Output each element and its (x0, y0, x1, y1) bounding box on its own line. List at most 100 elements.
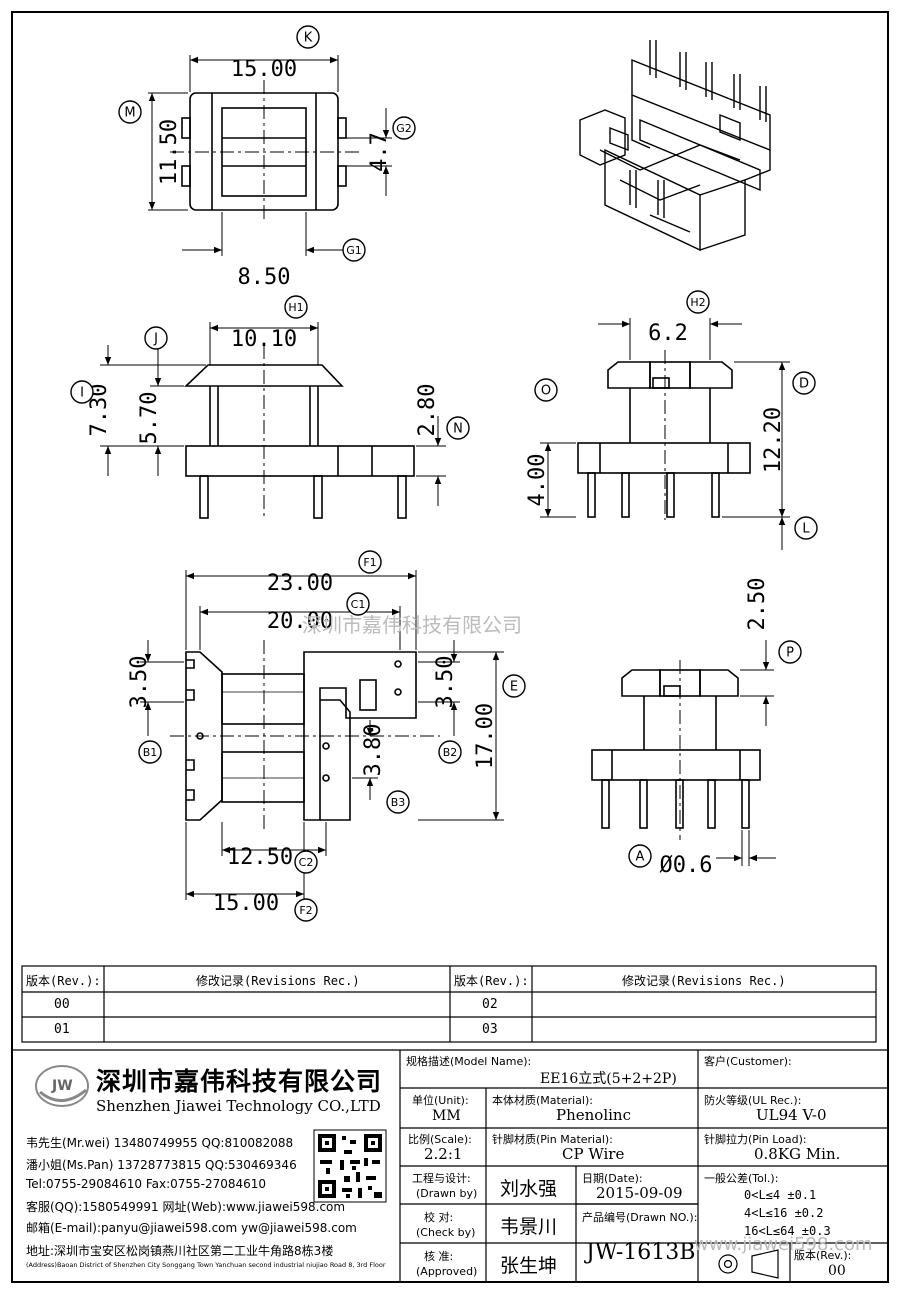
company-logo (35, 1065, 89, 1107)
dim-m: 11.50 (157, 119, 182, 185)
dim-b1: 3.50 (127, 656, 152, 709)
dim-c1: 20.00 (267, 609, 333, 634)
title-block-lines (12, 1049, 888, 1282)
qr-code (313, 1129, 387, 1203)
marker-circle-f2 (294, 898, 318, 922)
drawn-no-label: 产品编号(Drawn NO.): (582, 1211, 698, 1224)
isometric-view (579, 40, 771, 252)
rev-header-left: 版本(Rev.): (26, 974, 101, 988)
dim-p: 2.50 (745, 578, 770, 631)
unit-label: 单位(Unit): (412, 1094, 469, 1107)
dim-h2: 6.2 (648, 321, 688, 346)
approved-label: 核 准: (424, 1250, 454, 1263)
marker-f1: F1 (363, 556, 376, 569)
marker-h2: H2 (690, 296, 705, 309)
marker-circle-g1 (342, 238, 366, 262)
projection-symbol (718, 1249, 779, 1279)
check-label: 校 对: (424, 1211, 454, 1224)
model-value: EE16立式(5+2+2P) (540, 1071, 677, 1087)
marker-circle-e (502, 674, 526, 698)
marker-circle-c1 (346, 592, 370, 616)
load-value: 0.8KG Min. (754, 1145, 841, 1163)
marker-n: N (453, 422, 463, 437)
marker-circle-h1 (284, 295, 308, 319)
side-view (577, 350, 751, 520)
marker-d: D (799, 377, 809, 392)
date-value: 2015-09-09 (596, 1184, 683, 1202)
marker-i: I (80, 386, 84, 401)
marker-circle-n (446, 416, 470, 440)
tol-row-1: 0<L≤4 ±0.1 (744, 1188, 817, 1202)
end-view (591, 660, 761, 840)
date-label: 日期(Date): (582, 1172, 643, 1185)
rev-row-02: 02 (482, 997, 498, 1012)
dim-b2: 3.80 (361, 724, 386, 777)
bottom-view (170, 640, 440, 830)
marker-h1: H1 (288, 301, 303, 314)
drawn-label-en: (Drawn by) (416, 1187, 478, 1200)
marker-j: J (153, 332, 158, 347)
dim-d: 12.20 (761, 407, 786, 473)
dim-a: Ø0.6 (660, 853, 713, 878)
marker-e: E (510, 680, 518, 695)
drawn-label: 工程与设计: (412, 1172, 471, 1185)
rec-header-left: 修改记录(Revisions Rec.) (196, 974, 360, 988)
marker-circle-i (70, 380, 94, 404)
ul-label: 防火等级(UL Rec.): (704, 1094, 802, 1107)
unit-value: MM (432, 1108, 461, 1124)
contact-qq-web: 客服(QQ):1580549991 网址(Web):www.jiawei598.… (26, 1200, 346, 1214)
marker-circle-m (118, 100, 142, 124)
marker-l: L (802, 522, 810, 537)
check-value: 韦景川 (500, 1216, 558, 1238)
marker-p: P (786, 646, 794, 661)
company-name-en: Shenzhen Jiawei Technology CO.,LTD (96, 1097, 381, 1115)
dim-k: 15.00 (231, 57, 297, 82)
rev-label: 版本(Rev.): (794, 1249, 852, 1262)
marker-c1: C1 (351, 598, 366, 611)
marker-circle-p (778, 640, 802, 664)
scale-value: 2.2:1 (424, 1145, 463, 1163)
dim-f2: 15.00 (213, 891, 279, 916)
dim-j: 5.70 (137, 392, 162, 445)
watermark: 深圳市嘉伟科技有限公司 (302, 613, 522, 637)
dim-o: 4.00 (525, 454, 550, 507)
drawn-no-value: JW-1613B (586, 1240, 696, 1265)
rec-header-right: 修改记录(Revisions Rec.) (622, 974, 786, 988)
marker-circle-f1 (358, 550, 382, 574)
scale-label: 比例(Scale): (408, 1133, 472, 1146)
marker-b3: B3 (391, 796, 406, 809)
rev-value: 00 (828, 1263, 846, 1279)
marker-a: A (636, 850, 645, 865)
marker-k: K (304, 31, 313, 46)
dim-g2: 4.7 (367, 132, 392, 172)
contact-tel-fax: Tel:0755-29084610 Fax:0755-27084610 (26, 1177, 267, 1191)
marker-circle-k (296, 25, 320, 49)
marker-m: M (124, 106, 135, 121)
approved-value: 张生坤 (500, 1255, 558, 1277)
marker-circle-b3 (386, 790, 410, 814)
marker-g1: G1 (346, 244, 362, 257)
drawn-value: 刘水强 (500, 1178, 558, 1200)
contact-address-en: (Address)Baoan District of Shenzhen City… (26, 1261, 386, 1269)
contact-email: 邮箱(E-mail):panyu@jiawei598.com yw@jiawei… (26, 1221, 357, 1235)
dim-e: 17.00 (473, 703, 498, 769)
rev-header-right: 版本(Rev.): (454, 974, 529, 988)
dim-c2: 12.50 (227, 845, 293, 870)
marker-circle-b2 (438, 740, 462, 764)
tol-row-3: 16<L≤64 ±0.3 (744, 1224, 831, 1238)
contact-wei: 韦先生(Mr.wei) 13480749955 QQ:810082088 (26, 1136, 294, 1150)
marker-circle-c2 (294, 850, 318, 874)
material-value: Phenolinc (556, 1106, 631, 1124)
dim-e-left: 3.50 (433, 656, 458, 709)
marker-circle-j (144, 326, 168, 350)
marker-circle-h2 (686, 290, 710, 314)
company-name-cn: 深圳市嘉伟科技有限公司 (96, 1067, 383, 1096)
customer-label: 客户(Customer): (704, 1055, 792, 1068)
front-view (184, 345, 415, 520)
logo-text: JW (52, 1078, 73, 1094)
rev-row-03: 03 (482, 1022, 498, 1037)
dim-g1: 8.50 (238, 265, 291, 290)
dim-f1: 23.00 (267, 571, 333, 596)
material-label: 本体材质(Material): (492, 1094, 593, 1107)
